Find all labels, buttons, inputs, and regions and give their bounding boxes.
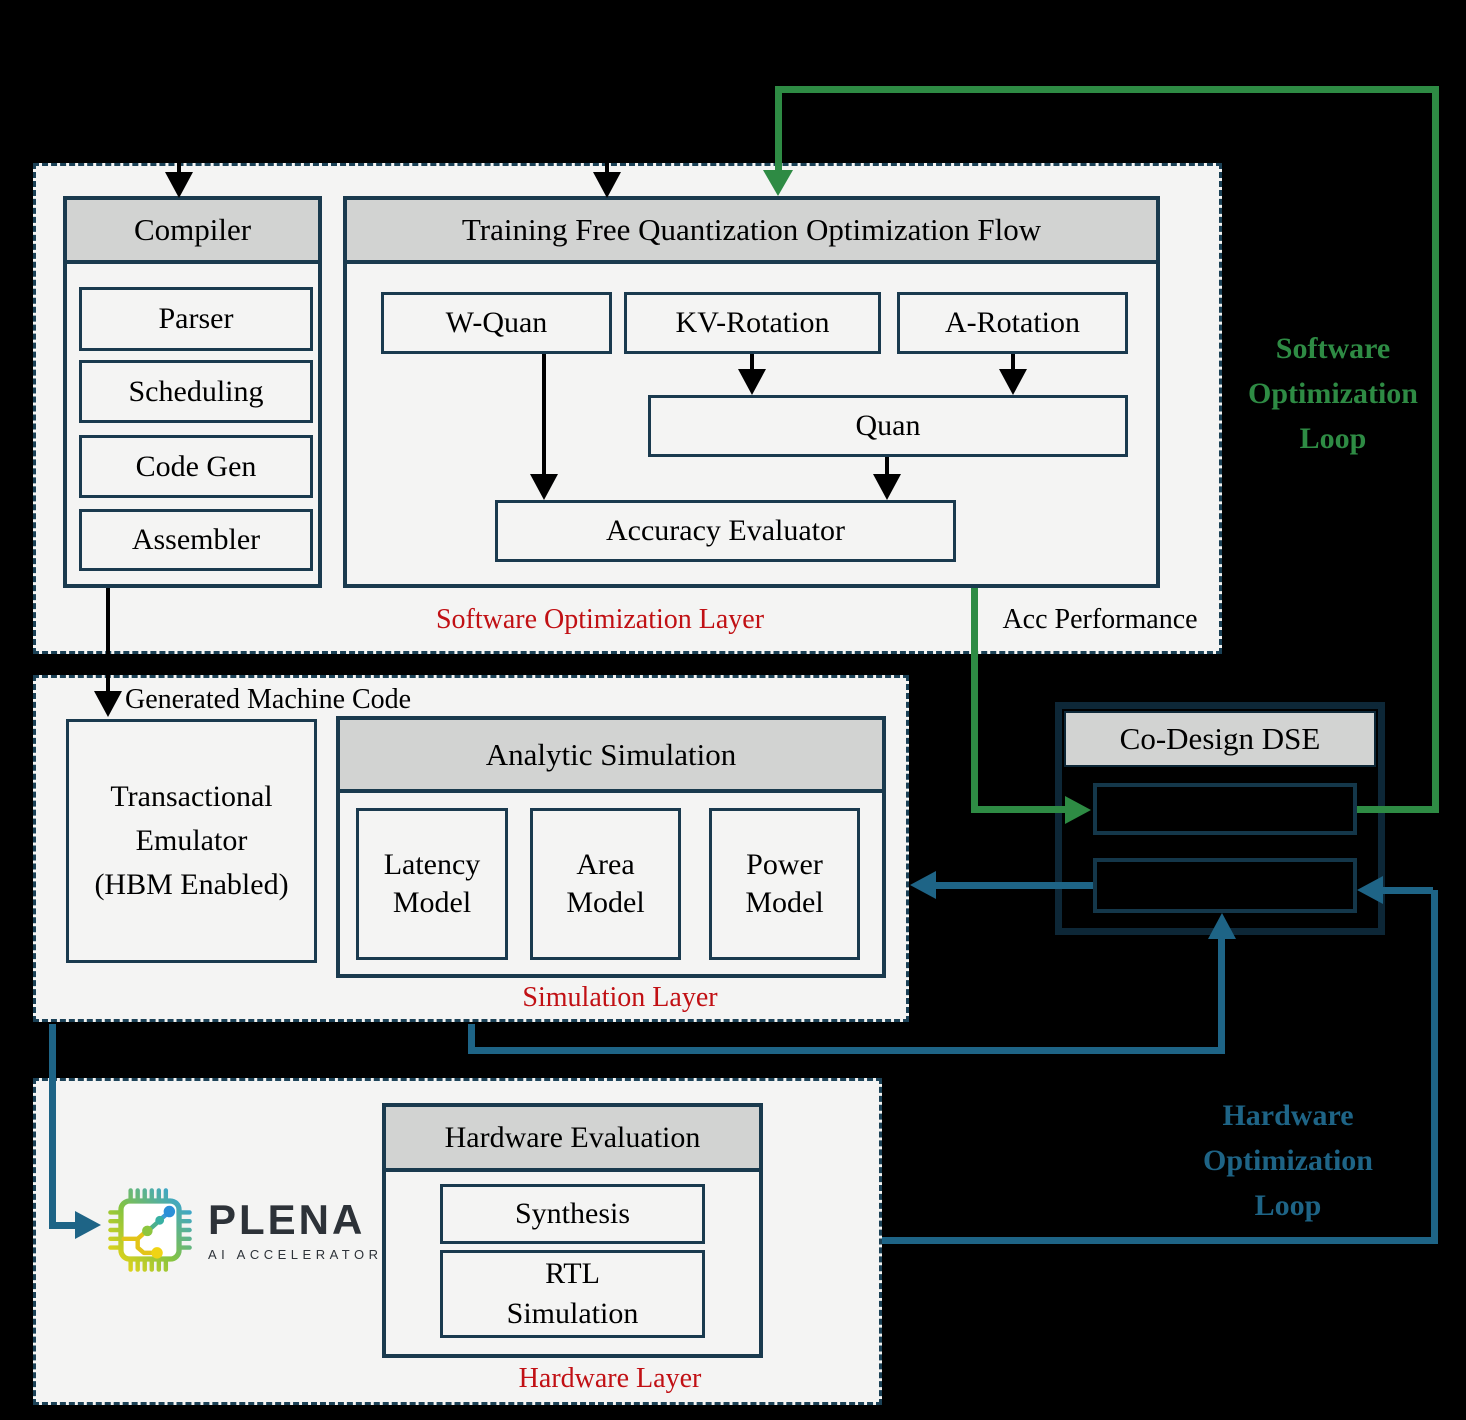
latency-model-box: Latency Model bbox=[356, 808, 508, 960]
sw-loop-line3: Loop bbox=[1299, 422, 1367, 455]
hardware-optimization-loop-label: Hardware Optimization Loop bbox=[1182, 1093, 1394, 1228]
blue-to-plena bbox=[49, 1222, 75, 1229]
power-model-line2: Model bbox=[745, 886, 824, 919]
input-arrow-compiler-shaft bbox=[177, 160, 181, 176]
wquan-to-evaluator-shaft bbox=[542, 354, 546, 476]
blue-sim-down-right bbox=[468, 1024, 475, 1054]
latency-model-line1: Latency bbox=[383, 848, 481, 881]
arotation-to-quan-shaft bbox=[1011, 354, 1015, 372]
sw-loop-line2: Optimization bbox=[1248, 377, 1418, 410]
software-optimization-layer-panel: Compiler Parser Scheduling Code Gen Asse… bbox=[33, 163, 1222, 654]
kv-rotation-box: KV-Rotation bbox=[624, 292, 881, 354]
hardware-evaluation-title: Hardware Evaluation bbox=[386, 1107, 759, 1172]
rtl-line2: Simulation bbox=[506, 1297, 639, 1330]
hw-loop-line2: Optimization bbox=[1203, 1144, 1373, 1177]
kvrotation-to-quan-shaft bbox=[750, 354, 754, 372]
green-loop-right-vertical bbox=[1432, 86, 1439, 813]
compiler-to-emulator-shaft bbox=[106, 588, 110, 692]
compiler-to-emulator-head bbox=[94, 691, 122, 717]
blue-right-vertical bbox=[1431, 890, 1438, 1244]
rtl-line1: RTL bbox=[545, 1257, 600, 1290]
hardware-evaluation-box: Hardware Evaluation Synthesis RTL Simula… bbox=[382, 1103, 763, 1358]
rtl-simulation-box: RTL Simulation bbox=[440, 1250, 705, 1338]
green-loop-down-from-flow bbox=[971, 588, 978, 813]
kvrotation-to-quan-head bbox=[738, 369, 766, 395]
sw-loop-line1: Software bbox=[1275, 332, 1391, 365]
codesign-dse-title: Co-Design DSE bbox=[1064, 711, 1376, 767]
compiler-box: Compiler Parser Scheduling Code Gen Asse… bbox=[63, 196, 322, 588]
hardware-layer-panel: PLENA AI ACCELERATOR Hardware Evaluation… bbox=[33, 1078, 882, 1405]
blue-dse-to-simulation-head bbox=[910, 871, 936, 899]
green-loop-out-of-dse bbox=[1357, 806, 1437, 813]
quan-box: Quan bbox=[648, 395, 1128, 457]
acc-performance-label: Acc Performance bbox=[1002, 604, 1198, 635]
green-loop-top-horizontal bbox=[775, 86, 1437, 93]
synthesis-box: Synthesis bbox=[440, 1184, 705, 1244]
emulator-line2: Emulator bbox=[135, 824, 248, 857]
codesign-dse-box: Co-Design DSE bbox=[1055, 702, 1385, 935]
compiler-item-codegen: Code Gen bbox=[79, 435, 313, 498]
area-model-box: Area Model bbox=[530, 808, 681, 960]
accuracy-evaluator-box: Accuracy Evaluator bbox=[495, 500, 956, 562]
green-loop-into-dse bbox=[971, 806, 1067, 813]
transactional-emulator-box: Transactional Emulator (HBM Enabled) bbox=[66, 719, 317, 963]
analytic-simulation-box: Analytic Simulation Latency Model Area M… bbox=[336, 716, 886, 978]
chip-icon bbox=[108, 1188, 192, 1272]
blue-sim-to-dse-vertical bbox=[1218, 937, 1225, 1054]
blue-sim-down-left bbox=[49, 1024, 56, 1229]
generated-machine-code-label: Generated Machine Code bbox=[125, 684, 412, 715]
plena-subtitle: AI ACCELERATOR bbox=[208, 1246, 383, 1262]
blue-sim-to-dse-head bbox=[1208, 913, 1236, 939]
latency-model-line2: Model bbox=[392, 886, 472, 919]
dse-hardware-slot bbox=[1093, 858, 1357, 913]
input-arrow-quantflow-head bbox=[593, 172, 621, 198]
hardware-layer-label: Hardware Layer bbox=[518, 1363, 702, 1394]
quan-to-evaluator-head bbox=[873, 474, 901, 500]
compiler-item-scheduling: Scheduling bbox=[79, 360, 313, 423]
simulation-layer-label: Simulation Layer bbox=[522, 982, 718, 1013]
a-rotation-box: A-Rotation bbox=[897, 292, 1128, 354]
compiler-item-parser: Parser bbox=[79, 287, 313, 351]
quant-flow-title: Training Free Quantization Optimization … bbox=[347, 200, 1156, 264]
green-loop-into-flow-head bbox=[763, 170, 793, 196]
area-model-line2: Model bbox=[566, 886, 645, 919]
area-model-line1: Area bbox=[576, 848, 635, 881]
blue-to-plena-head bbox=[75, 1211, 101, 1239]
green-loop-into-dse-head bbox=[1065, 796, 1091, 824]
plena-name: PLENA bbox=[208, 1195, 366, 1243]
software-optimization-loop-label: Software Optimization Loop bbox=[1228, 326, 1438, 461]
simulation-layer-panel: Generated Machine Code Transactional Emu… bbox=[33, 675, 909, 1022]
hw-loop-line1: Hardware bbox=[1222, 1099, 1354, 1132]
arotation-to-quan-head bbox=[999, 369, 1027, 395]
analytic-simulation-title: Analytic Simulation bbox=[340, 720, 882, 793]
emulator-line1: Transactional bbox=[110, 780, 273, 813]
emulator-line3: (HBM Enabled) bbox=[94, 868, 289, 901]
compiler-title: Compiler bbox=[67, 200, 318, 264]
w-quan-box: W-Quan bbox=[381, 292, 612, 354]
power-model-line1: Power bbox=[746, 848, 823, 881]
power-model-box: Power Model bbox=[709, 808, 860, 960]
software-layer-label: Software Optimization Layer bbox=[435, 604, 765, 635]
blue-sim-to-dse-horizontal bbox=[468, 1047, 1225, 1054]
input-arrow-quantflow-shaft bbox=[605, 160, 609, 176]
quan-to-evaluator-shaft bbox=[885, 457, 889, 475]
plena-logo: PLENA AI ACCELERATOR bbox=[106, 1186, 383, 1274]
blue-into-dse-slot2-head bbox=[1357, 876, 1383, 904]
hw-loop-line3: Loop bbox=[1254, 1189, 1322, 1222]
blue-dse-to-simulation bbox=[934, 882, 1093, 889]
wquan-to-evaluator-head bbox=[530, 474, 558, 500]
dse-software-slot bbox=[1093, 783, 1357, 835]
input-arrow-compiler-head bbox=[165, 172, 193, 198]
blue-into-dse-slot2 bbox=[1381, 887, 1433, 894]
blue-hw-out-horizontal bbox=[882, 1237, 1438, 1244]
compiler-item-assembler: Assembler bbox=[79, 509, 313, 571]
green-loop-down-to-flow bbox=[775, 88, 782, 172]
